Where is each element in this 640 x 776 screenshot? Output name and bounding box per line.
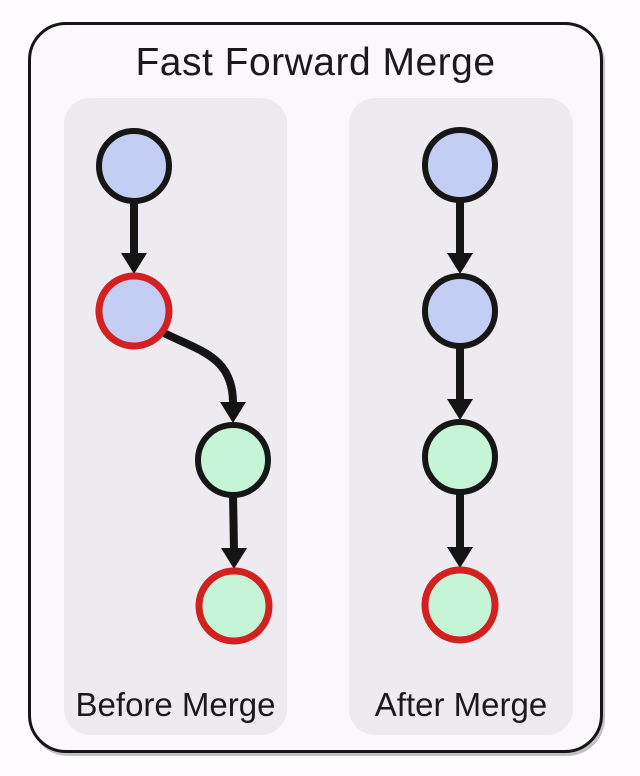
panel-label-after: After Merge: [374, 686, 548, 723]
arrowhead-icon: [447, 547, 473, 568]
commit-node-main-head-commit: [95, 272, 173, 350]
commit-node-feature-head-commit: [195, 567, 273, 645]
arrowhead-icon: [447, 399, 473, 420]
before-merge-graph: [95, 128, 273, 645]
commit-node-commit-2: [422, 273, 498, 349]
arrowhead-icon: [121, 253, 147, 274]
panel-after-merge: After Merge: [349, 98, 573, 735]
commit-edge-arrow: [229, 492, 238, 552]
panel-label-before: Before Merge: [75, 686, 276, 723]
commit-node-commit-3: [422, 419, 498, 495]
arrowhead-icon: [221, 548, 247, 569]
diagram-title: Fast Forward Merge: [135, 41, 496, 84]
diagram-frame: Fast Forward Merge Before Merge After Me…: [28, 22, 603, 753]
panel-before-merge: Before Merge: [64, 98, 287, 735]
commit-node-main-commit-1: [96, 128, 172, 204]
arrowhead-icon: [447, 253, 473, 274]
commit-edge-arrow: [160, 328, 237, 404]
commit-node-commit-1: [422, 127, 498, 203]
commit-node-head-commit: [421, 566, 499, 644]
commit-node-feature-commit-1: [195, 422, 271, 498]
arrowhead-icon: [220, 402, 246, 423]
after-merge-graph: [421, 127, 499, 644]
